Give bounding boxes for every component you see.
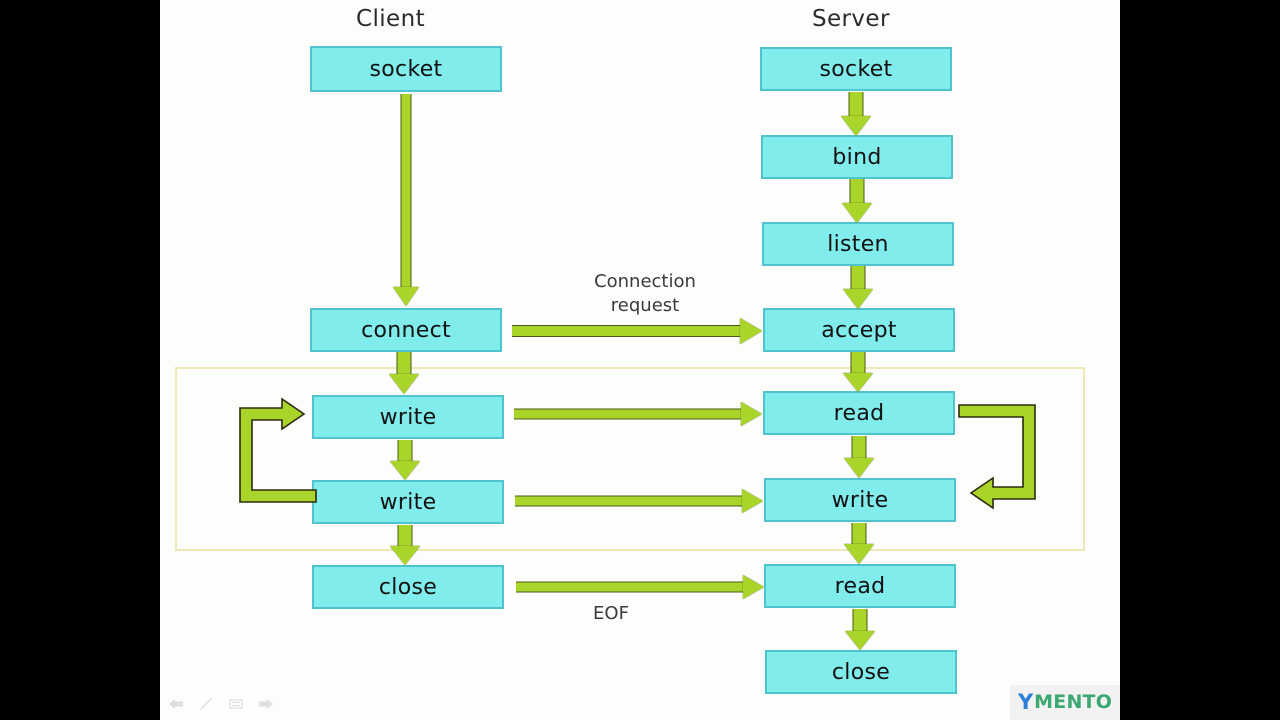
client-node-write-2[interactable]: write — [312, 480, 504, 524]
client-arrow-socket-to-connect — [392, 94, 420, 306]
back-arrow-icon[interactable] — [168, 696, 184, 712]
server-node-read-2[interactable]: read — [764, 564, 956, 608]
client-node-write-1[interactable]: write — [312, 395, 504, 439]
server-node-listen[interactable]: listen — [762, 222, 954, 266]
server-arrow-read-to-close — [844, 609, 876, 650]
list-icon[interactable] — [228, 696, 244, 712]
server-node-bind[interactable]: bind — [761, 135, 953, 179]
caption-connection-request: Connection request — [594, 271, 696, 317]
pen-icon[interactable] — [198, 696, 214, 712]
server-node-socket[interactable]: socket — [760, 47, 952, 91]
client-arrow-write-to-close — [389, 525, 421, 565]
column-title-client: Client — [356, 6, 425, 32]
client-arrow-write-to-write — [389, 440, 421, 480]
server-loop-arrow — [958, 404, 1036, 510]
forward-arrow-icon[interactable] — [258, 696, 274, 712]
caption-eof: EOF — [593, 603, 629, 624]
letterbox-right — [1120, 0, 1280, 720]
server-arrow-write-to-read — [843, 523, 875, 564]
server-node-accept[interactable]: accept — [763, 308, 955, 352]
server-node-read-1[interactable]: read — [763, 391, 955, 435]
server-arrow-socket-to-bind — [840, 92, 872, 136]
client-node-connect[interactable]: connect — [310, 308, 502, 352]
letterbox-left — [0, 0, 160, 720]
arrow-eof — [516, 575, 764, 599]
client-arrow-connect-to-write — [388, 352, 420, 394]
player-toolbar[interactable] — [168, 696, 274, 712]
loop-highlight-box — [175, 367, 1085, 551]
logo-text: MENTO — [1034, 691, 1113, 713]
server-arrow-accept-to-read — [842, 352, 874, 392]
server-arrow-listen-to-accept — [842, 266, 874, 309]
server-node-close[interactable]: close — [765, 650, 957, 694]
logo-mark-icon: Y — [1017, 690, 1034, 714]
arrow-connection-request — [512, 318, 762, 344]
diagram-canvas: Client Server socket connect write write… — [160, 0, 1120, 720]
watermark-logo: Y MENTO — [1010, 685, 1120, 720]
server-arrow-bind-to-listen — [841, 179, 873, 223]
client-node-socket[interactable]: socket — [310, 46, 502, 92]
server-arrow-read-to-write — [843, 436, 875, 478]
server-node-write[interactable]: write — [764, 478, 956, 522]
client-node-close[interactable]: close — [312, 565, 504, 609]
column-title-server: Server — [812, 6, 890, 32]
client-loop-arrow — [239, 397, 317, 503]
arrow-client-write-to-server-read — [514, 402, 762, 426]
arrow-server-write-to-client-write — [515, 489, 763, 513]
